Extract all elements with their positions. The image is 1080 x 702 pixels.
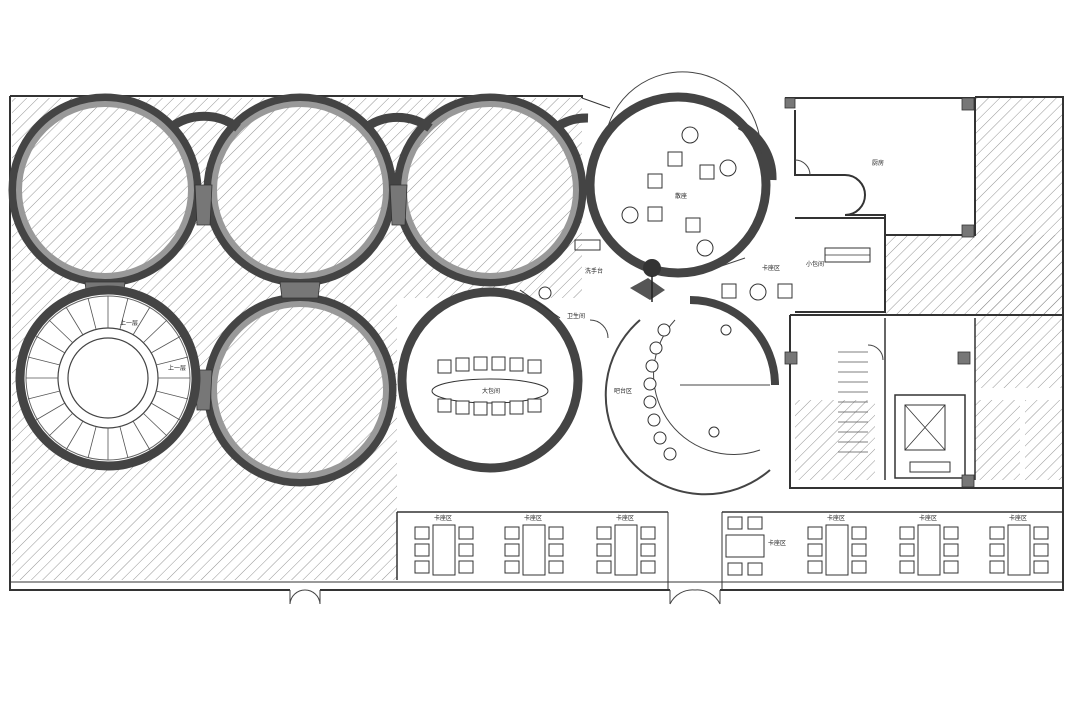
large-private-label: 大包间 [482,387,500,395]
booth-2-label: 卡座区 [524,514,542,522]
bar-area: 吧台区 [604,296,779,496]
lounge-area: 散座 [585,71,771,278]
booth-5: 卡座区 [807,514,867,576]
card-area-mid-label: 卡座区 [762,264,780,272]
small-private-room: 小包间 [795,217,886,313]
conference-chairs [437,356,542,416]
small-private-label: 小包间 [806,260,824,268]
booth-row: 卡座区 卡座区 卡座区 卡座区 卡座区 [396,511,1063,590]
arc-wall [737,121,777,181]
booth-7: 卡座区 [989,514,1049,576]
booth-2: 卡座区 [504,514,564,576]
booth-7-label: 卡座区 [1009,514,1027,522]
restroom-zone: 洗手台 卫生间 [519,239,609,339]
plant-icon [630,259,665,302]
booth-4-label: 卡座区 [768,539,786,547]
large-private-room: 大包间 [431,356,549,416]
wash-counter-label: 洗手台 [585,267,603,275]
stair-up-label-2: 上一层 [168,364,186,372]
booth-6: 卡座区 [899,514,959,576]
bar-stools [643,323,677,461]
booth-1-label: 卡座区 [434,514,452,522]
lounge-area-label: 散座 [675,192,687,200]
lounge-seats [621,126,737,257]
entrance-doors [289,589,721,605]
booth-4: 卡座区 [725,516,786,576]
booth-3-label: 卡座区 [616,514,634,522]
kitchen-label: 厨房 [872,159,884,167]
booth-6-label: 卡座区 [919,514,937,522]
stair-up-label-1: 上一层 [120,319,138,327]
spiral-staircase: 上一层 上一层 [15,285,201,471]
restroom-label: 卫生间 [567,312,585,320]
stair-core [784,314,1063,489]
kitchen-room: 厨房 [784,97,976,238]
bar-area-label: 吧台区 [614,387,632,395]
booth-1: 卡座区 [414,514,474,576]
booth-3: 卡座区 [596,514,656,576]
building-outline [9,95,1064,591]
booth-5-label: 卡座区 [827,514,845,522]
mid-booth: 卡座区 [694,257,793,301]
